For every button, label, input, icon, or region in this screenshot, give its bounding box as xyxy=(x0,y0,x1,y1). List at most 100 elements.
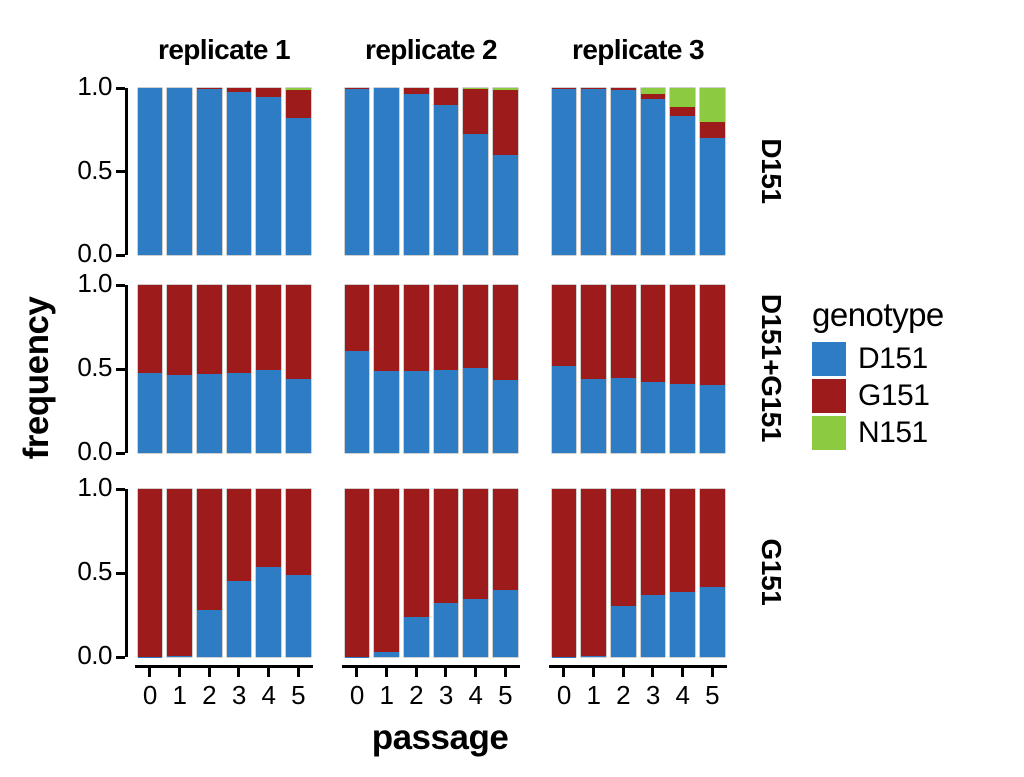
segment-g151-passage-1 xyxy=(374,285,399,372)
stacked-bar-passage-0[interactable] xyxy=(551,285,577,453)
stacked-bar-passage-1[interactable] xyxy=(581,88,606,255)
x-axis-tick-label-3-replicate-2: 3 xyxy=(438,680,453,710)
stacked-bar-passage-2[interactable] xyxy=(403,489,429,657)
stacked-bar-passage-1[interactable] xyxy=(167,88,192,255)
segment-d151-passage-2 xyxy=(196,89,222,255)
stacked-bar-passage-5[interactable] xyxy=(285,285,311,453)
segment-g151-passage-3 xyxy=(433,285,459,370)
segment-g151-passage-0 xyxy=(344,88,370,89)
segment-d151-passage-4 xyxy=(463,367,488,453)
stacked-bar-passage-5[interactable] xyxy=(285,88,311,255)
bar-cell-passage-4 xyxy=(254,88,284,255)
segment-g151-passage-2 xyxy=(610,489,636,607)
stacked-bar-passage-2[interactable] xyxy=(610,489,636,657)
stacked-bar-passage-5[interactable] xyxy=(699,285,725,453)
stacked-bar-passage-0[interactable] xyxy=(344,88,370,255)
stacked-bar-passage-2[interactable] xyxy=(610,88,636,255)
segment-g151-passage-4 xyxy=(256,88,281,98)
stacked-bar-passage-3[interactable] xyxy=(433,489,459,657)
stacked-bar-passage-4[interactable] xyxy=(670,489,695,657)
stacked-bar-passage-5[interactable] xyxy=(285,489,311,657)
bar-cell-passage-2 xyxy=(194,88,224,255)
stacked-bar-passage-1[interactable] xyxy=(167,285,192,453)
segment-d151-passage-4 xyxy=(670,384,695,453)
stacked-bar-passage-0[interactable] xyxy=(137,489,163,657)
segment-g151-passage-5 xyxy=(492,89,518,156)
stacked-bar-passage-3[interactable] xyxy=(226,88,252,255)
stacked-bar-passage-1[interactable] xyxy=(374,88,399,255)
segment-g151-passage-1 xyxy=(374,489,399,653)
stacked-bar-passage-4[interactable] xyxy=(463,489,488,657)
segment-d151-passage-2 xyxy=(403,617,429,657)
y-axis-tick-1.0-row-3 xyxy=(116,487,125,491)
stacked-bar-passage-3[interactable] xyxy=(226,489,252,657)
stacked-bar-passage-4[interactable] xyxy=(256,88,281,255)
stacked-bar-passage-1[interactable] xyxy=(581,489,606,657)
segment-g151-passage-0 xyxy=(551,489,577,657)
segment-d151-passage-4 xyxy=(256,369,281,453)
segment-g151-passage-3 xyxy=(433,88,459,106)
segment-d151-passage-4 xyxy=(256,566,281,657)
x-axis-tick-1-replicate-3 xyxy=(592,668,595,677)
stacked-bar-passage-5[interactable] xyxy=(492,88,518,255)
segment-g151-passage-5 xyxy=(699,285,725,385)
stacked-bar-passage-2[interactable] xyxy=(610,285,636,453)
bar-cell-passage-4 xyxy=(668,88,698,255)
stacked-bar-passage-0[interactable] xyxy=(551,489,577,657)
segment-g151-passage-2 xyxy=(403,285,429,372)
stacked-bar-passage-5[interactable] xyxy=(492,489,518,657)
stacked-bar-passage-3[interactable] xyxy=(640,489,666,657)
stacked-bar-passage-2[interactable] xyxy=(403,285,429,453)
y-axis-tick-1.0-row-1 xyxy=(116,86,125,90)
segment-n151-passage-4 xyxy=(463,88,488,90)
stacked-bar-passage-1[interactable] xyxy=(167,489,192,657)
segment-d151-passage-5 xyxy=(492,155,518,255)
bar-cell-passage-0 xyxy=(549,88,579,255)
stacked-bar-passage-0[interactable] xyxy=(137,88,163,255)
stacked-bar-passage-0[interactable] xyxy=(344,285,370,453)
bar-group xyxy=(342,88,520,255)
stacked-bar-passage-3[interactable] xyxy=(640,285,666,453)
stacked-bar-passage-3[interactable] xyxy=(433,285,459,453)
stacked-bar-passage-4[interactable] xyxy=(463,285,488,453)
segment-g151-passage-5 xyxy=(492,489,518,591)
stacked-bar-passage-0[interactable] xyxy=(137,285,163,453)
stacked-bar-passage-3[interactable] xyxy=(433,88,459,255)
segment-g151-passage-2 xyxy=(403,489,429,618)
stacked-bar-passage-4[interactable] xyxy=(670,285,695,453)
stacked-bar-passage-2[interactable] xyxy=(196,285,222,453)
bar-cell-passage-1 xyxy=(579,489,609,657)
stacked-bar-passage-0[interactable] xyxy=(551,88,577,255)
stacked-bar-passage-4[interactable] xyxy=(670,88,695,255)
stacked-bar-passage-2[interactable] xyxy=(403,88,429,255)
stacked-bar-passage-3[interactable] xyxy=(640,88,666,255)
stacked-bar-passage-1[interactable] xyxy=(374,285,399,453)
stacked-bar-passage-2[interactable] xyxy=(196,88,222,255)
segment-d151-passage-0 xyxy=(344,350,370,453)
segment-d151-passage-3 xyxy=(640,594,666,657)
stacked-bar-passage-1[interactable] xyxy=(374,489,399,657)
segment-d151-passage-0 xyxy=(137,372,163,453)
y-axis-tick-0.0-row-2 xyxy=(116,451,125,455)
segment-d151-passage-3 xyxy=(640,381,666,453)
stacked-bar-passage-5[interactable] xyxy=(699,489,725,657)
segment-d151-passage-1 xyxy=(374,88,399,255)
y-axis-tick-0.5-row-1 xyxy=(116,170,125,173)
segment-d151-passage-3 xyxy=(433,105,459,255)
legend-item-g151[interactable]: G151 xyxy=(812,379,944,413)
stacked-bar-passage-5[interactable] xyxy=(699,88,725,255)
stacked-bar-passage-4[interactable] xyxy=(256,489,281,657)
legend-item-d151[interactable]: D151 xyxy=(812,342,944,376)
legend-item-n151[interactable]: N151 xyxy=(812,416,944,450)
stacked-bar-passage-4[interactable] xyxy=(256,285,281,453)
stacked-bar-passage-0[interactable] xyxy=(344,489,370,657)
y-axis-tick-label-0.0-row-2: 0.0 xyxy=(77,436,112,466)
x-axis-tick-3-replicate-1 xyxy=(237,668,241,677)
stacked-bar-passage-5[interactable] xyxy=(492,285,518,453)
bar-cell-passage-3 xyxy=(638,285,668,453)
stacked-bar-passage-1[interactable] xyxy=(581,285,606,453)
x-axis-tick-label-0-replicate-1: 0 xyxy=(142,680,157,710)
stacked-bar-passage-3[interactable] xyxy=(226,285,252,453)
stacked-bar-passage-4[interactable] xyxy=(463,88,488,255)
stacked-bar-passage-2[interactable] xyxy=(196,489,222,657)
